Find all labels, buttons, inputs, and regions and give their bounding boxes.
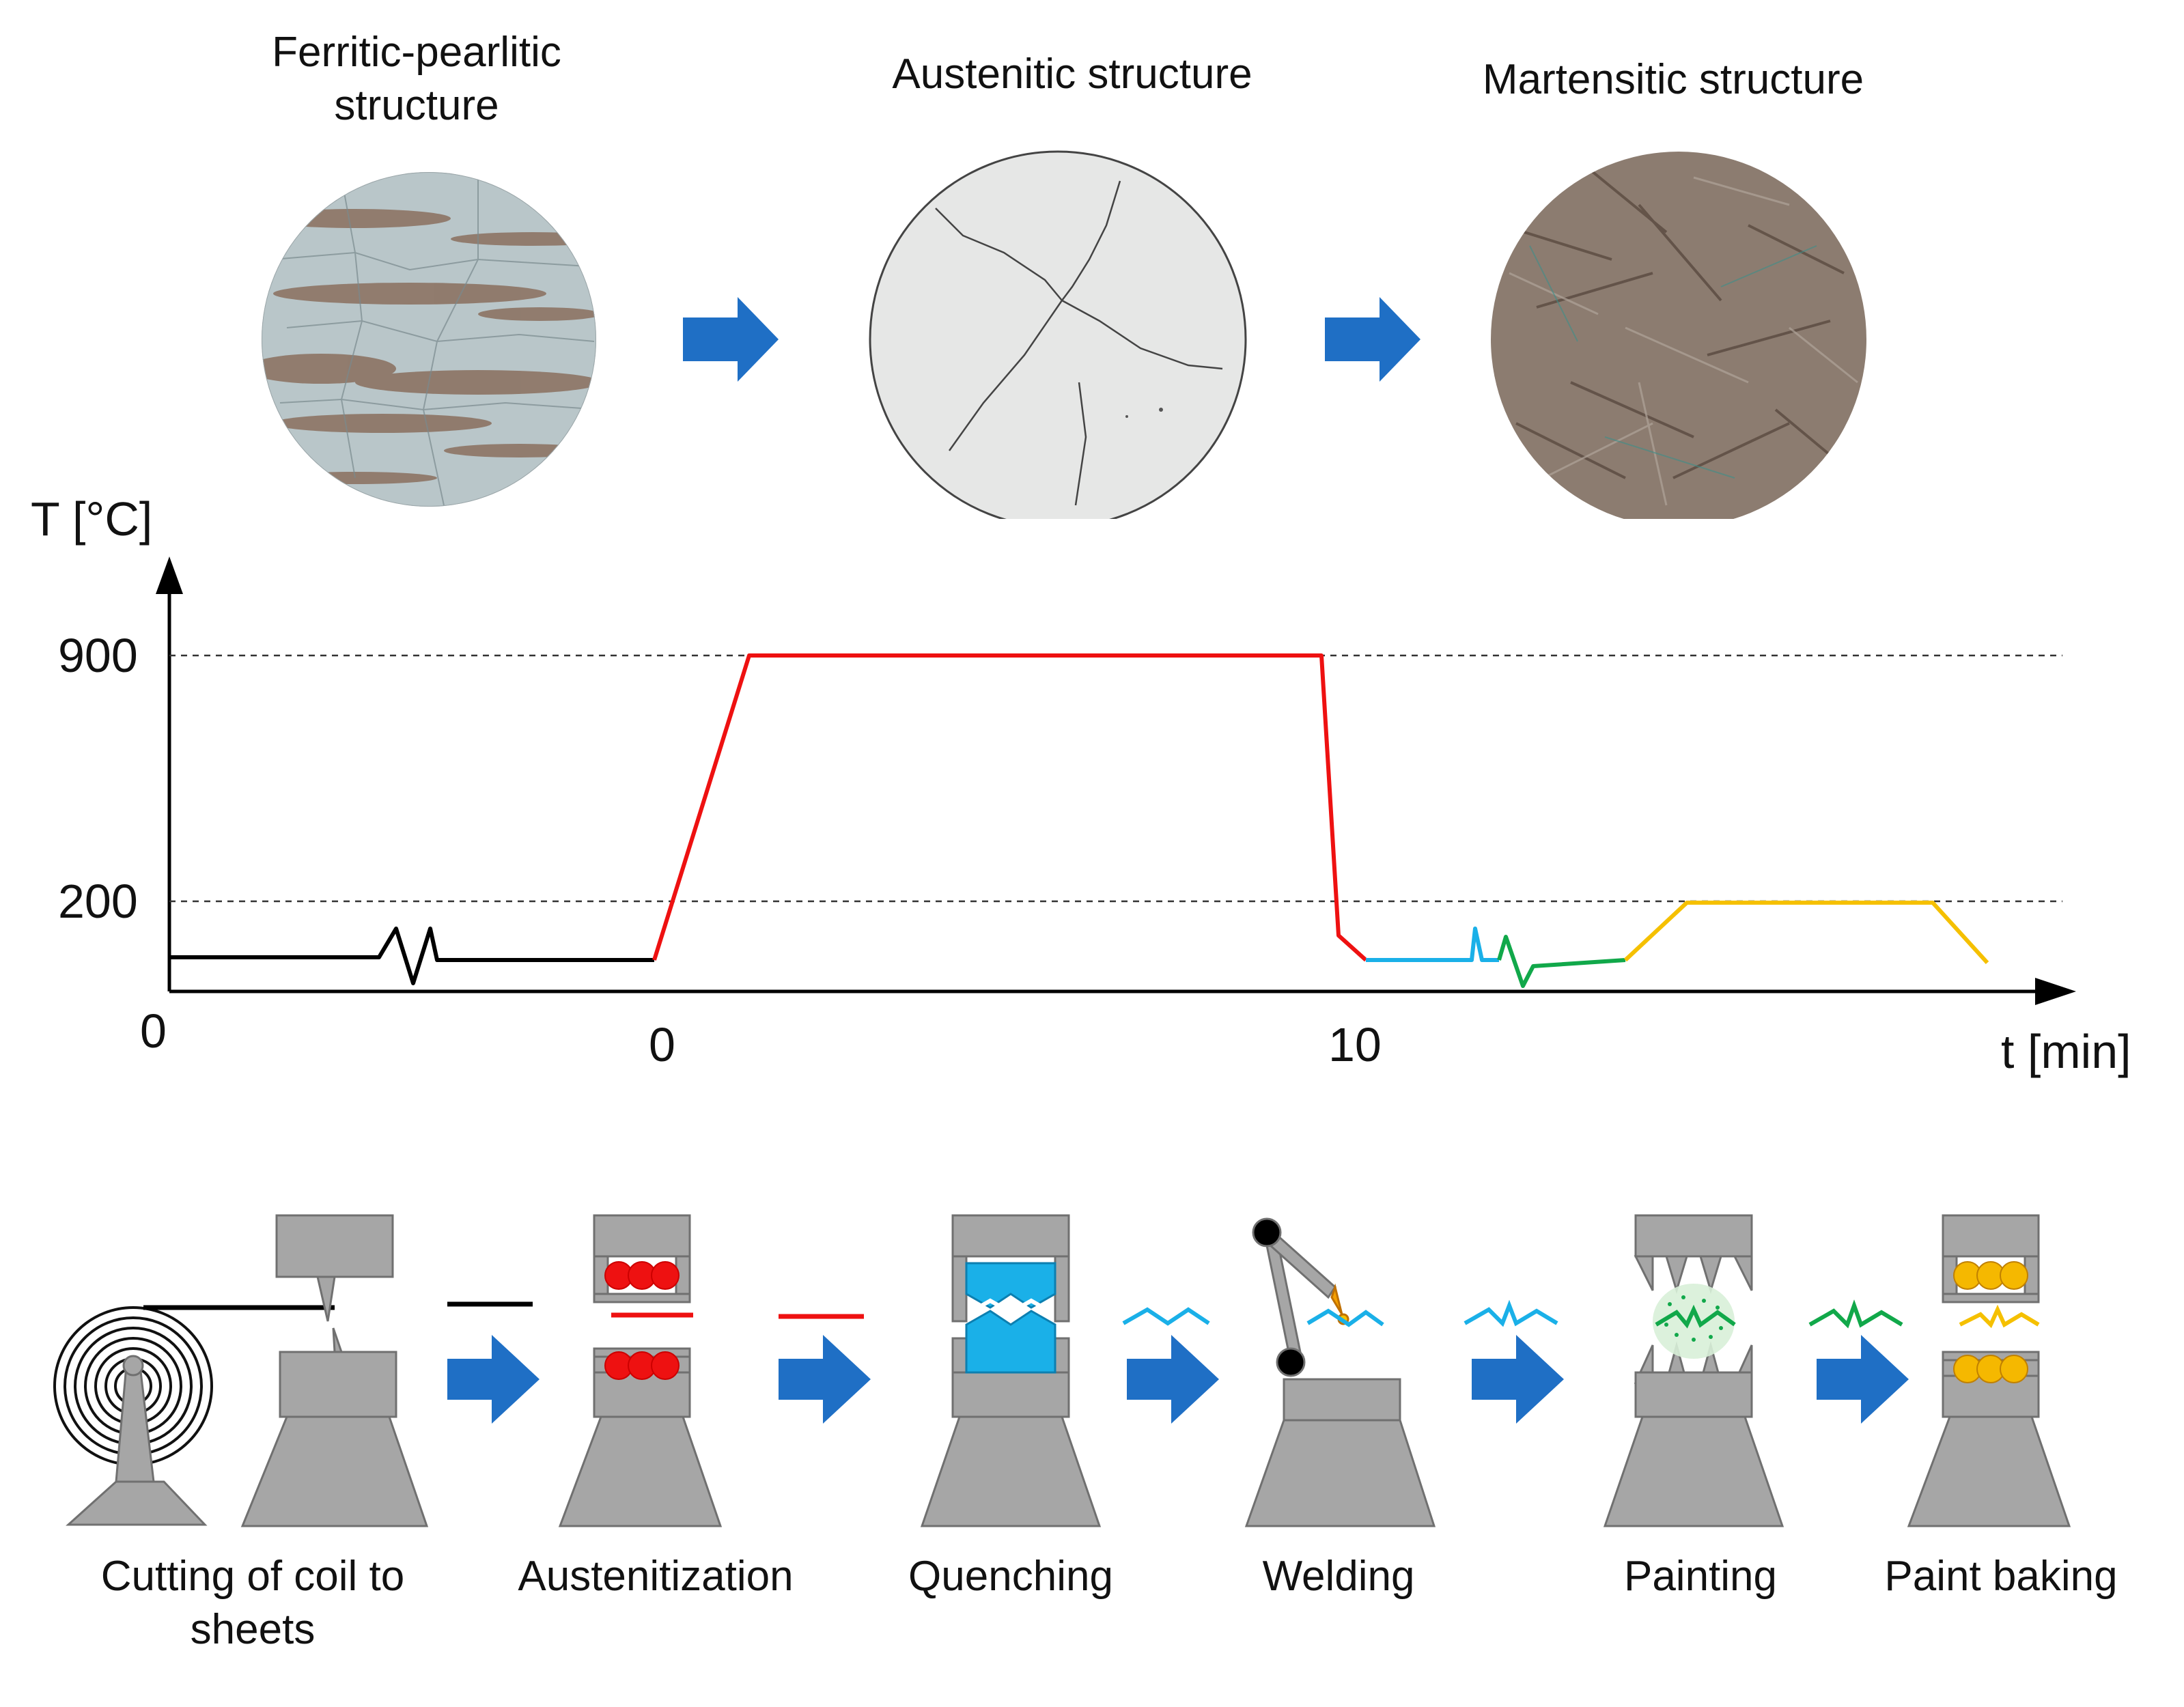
step-quenching-line1: Quenching bbox=[908, 1553, 1113, 1600]
arrow-right-icon bbox=[1325, 297, 1420, 382]
temperature-graph-svg bbox=[156, 556, 2076, 1005]
ferritic-label-line1: Ferritic-pearlitic bbox=[272, 29, 561, 76]
arrow-right-icon bbox=[447, 1335, 540, 1424]
step-paint-baking-line1: Paint baking bbox=[1884, 1553, 2118, 1600]
robot-arm-icon bbox=[1244, 1217, 1436, 1527]
arrow-right-icon bbox=[1472, 1335, 1564, 1424]
curve-welding-segment bbox=[1366, 927, 1499, 962]
ferritic-label-line2: structure bbox=[334, 81, 499, 129]
y-tick-200: 200 bbox=[58, 875, 138, 928]
curve-baking-segment bbox=[1623, 901, 1989, 965]
arrow-right-icon bbox=[1817, 1335, 1909, 1424]
sheet-green-icon bbox=[1808, 1299, 1903, 1329]
martensitic-label-line1: Martensitic structure bbox=[1482, 56, 1864, 103]
step-label-welding: Welding bbox=[1202, 1550, 1475, 1603]
curve-heating-segment bbox=[652, 653, 1368, 962]
y-axis-label: T [°C] bbox=[31, 492, 153, 546]
austenitic-micrograph bbox=[869, 150, 1247, 519]
step-label-paint-baking: Paint baking bbox=[1844, 1550, 2158, 1603]
curve-initial-segment bbox=[169, 927, 654, 985]
step-cutting-line1: Cutting of coil to bbox=[100, 1553, 405, 1600]
quench-press-icon bbox=[920, 1214, 1102, 1527]
y-tick-900: 900 bbox=[58, 629, 138, 682]
x-tick-0: 0 bbox=[649, 1018, 675, 1071]
step-austenitization-line1: Austenitization bbox=[518, 1553, 794, 1600]
step-label-austenitization: Austenitization bbox=[478, 1550, 833, 1603]
arrow-right-icon bbox=[683, 297, 779, 382]
arrow-right-icon bbox=[779, 1335, 871, 1424]
austenitic-label: Austenitic structure bbox=[833, 48, 1311, 101]
step-label-painting: Painting bbox=[1564, 1550, 1837, 1603]
step-welding-line1: Welding bbox=[1262, 1553, 1415, 1600]
step-label-cutting: Cutting of coil to sheets bbox=[41, 1550, 464, 1656]
x-axis-label: t [min] bbox=[2001, 1025, 2131, 1078]
shear-press-icon bbox=[240, 1214, 429, 1527]
sheet-cyan-welded-icon bbox=[1464, 1299, 1558, 1327]
curve-painting-segment bbox=[1497, 935, 1626, 988]
process-steps-svg bbox=[53, 1214, 2071, 1527]
martensitic-label: Martensitic structure bbox=[1434, 53, 1912, 107]
step-label-quenching: Quenching bbox=[854, 1550, 1168, 1603]
austenitic-label-line1: Austenitic structure bbox=[892, 51, 1252, 98]
x-tick-10: 10 bbox=[1328, 1018, 1382, 1071]
furnace-press-icon bbox=[558, 1214, 723, 1527]
baking-press-icon bbox=[1907, 1214, 2071, 1527]
graph-axes bbox=[156, 556, 2076, 1005]
x-tick-0-origin: 0 bbox=[140, 1004, 167, 1058]
coil-icon bbox=[53, 1305, 335, 1526]
arrow-right-icon bbox=[1127, 1335, 1219, 1424]
ferritic-pearlitic-micrograph bbox=[262, 172, 596, 507]
step-cutting-line2: sheets bbox=[190, 1605, 316, 1653]
micrographs-svg bbox=[262, 150, 1866, 519]
paint-press-icon bbox=[1603, 1214, 1784, 1527]
ferritic-pearlitic-label: Ferritic-pearlitic structure bbox=[225, 26, 608, 132]
step-painting-line1: Painting bbox=[1623, 1553, 1778, 1600]
martensitic-micrograph bbox=[1491, 152, 1866, 519]
sheet-cyan-icon bbox=[1122, 1307, 1210, 1326]
